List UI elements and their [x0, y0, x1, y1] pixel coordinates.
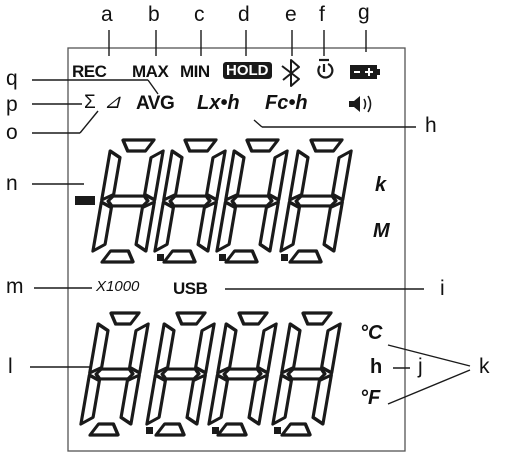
upper-decimal-point-2 — [219, 254, 226, 261]
upper-decimal-point-1 — [157, 254, 164, 261]
leader-lines — [30, 30, 471, 405]
label-d: d — [238, 3, 250, 26]
lower-digit-3 — [207, 311, 278, 437]
upper-decimal-point-3 — [281, 254, 288, 261]
hour-unit: h — [370, 356, 383, 378]
upper-display-digits — [91, 138, 353, 264]
label-m: m — [6, 275, 24, 298]
delta-indicator: ⊿ — [104, 91, 121, 113]
lower-display-digits — [79, 311, 342, 437]
bluetooth-icon — [281, 59, 300, 87]
lower-decimal-point-2 — [212, 427, 219, 434]
upper-digit-2 — [153, 138, 227, 264]
lcd-frame — [67, 47, 406, 452]
avg-indicator: AVG — [136, 93, 175, 114]
celsius-unit: °C — [360, 322, 383, 344]
kilo-unit: k — [375, 174, 387, 196]
timer-icon — [317, 58, 334, 79]
upper-digit-3 — [215, 138, 289, 264]
minus-segment — [75, 196, 95, 205]
lux-hour-indicator: Lx•h — [197, 92, 240, 114]
label-h: h — [425, 114, 437, 137]
usb-indicator: USB — [173, 279, 208, 298]
label-g: g — [358, 1, 370, 24]
label-j: j — [418, 355, 423, 378]
label-b: b — [148, 3, 160, 26]
label-l: l — [8, 355, 13, 378]
lower-digit-1 — [79, 311, 150, 437]
footcandle-hour-indicator: Fc•h — [265, 92, 308, 114]
upper-digit-1 — [91, 138, 165, 264]
fahrenheit-unit: °F — [360, 387, 381, 409]
label-q: q — [6, 67, 18, 90]
mega-unit: M — [373, 220, 390, 242]
min-indicator: MIN — [180, 62, 210, 81]
label-n: n — [6, 172, 18, 195]
label-a: a — [101, 3, 113, 26]
upper-digit-4 — [279, 138, 353, 264]
lower-digit-2 — [145, 311, 216, 437]
sigma-indicator: Σ — [84, 92, 96, 113]
hold-indicator: HOLD — [223, 62, 272, 79]
label-p: p — [6, 93, 18, 116]
label-f: f — [319, 3, 325, 26]
rec-indicator: REC — [72, 62, 107, 81]
battery-icon — [350, 65, 380, 79]
label-c: c — [194, 3, 205, 26]
lower-digit-4 — [271, 311, 342, 437]
x1000-indicator: X1000 — [96, 278, 140, 295]
max-indicator: MAX — [132, 62, 169, 81]
label-i: i — [440, 277, 445, 300]
label-e: e — [285, 3, 297, 26]
label-o: o — [6, 121, 18, 144]
speaker-icon — [349, 95, 372, 113]
label-k: k — [479, 355, 490, 378]
lower-decimal-point-3 — [274, 427, 281, 434]
lower-decimal-point-1 — [146, 427, 153, 434]
